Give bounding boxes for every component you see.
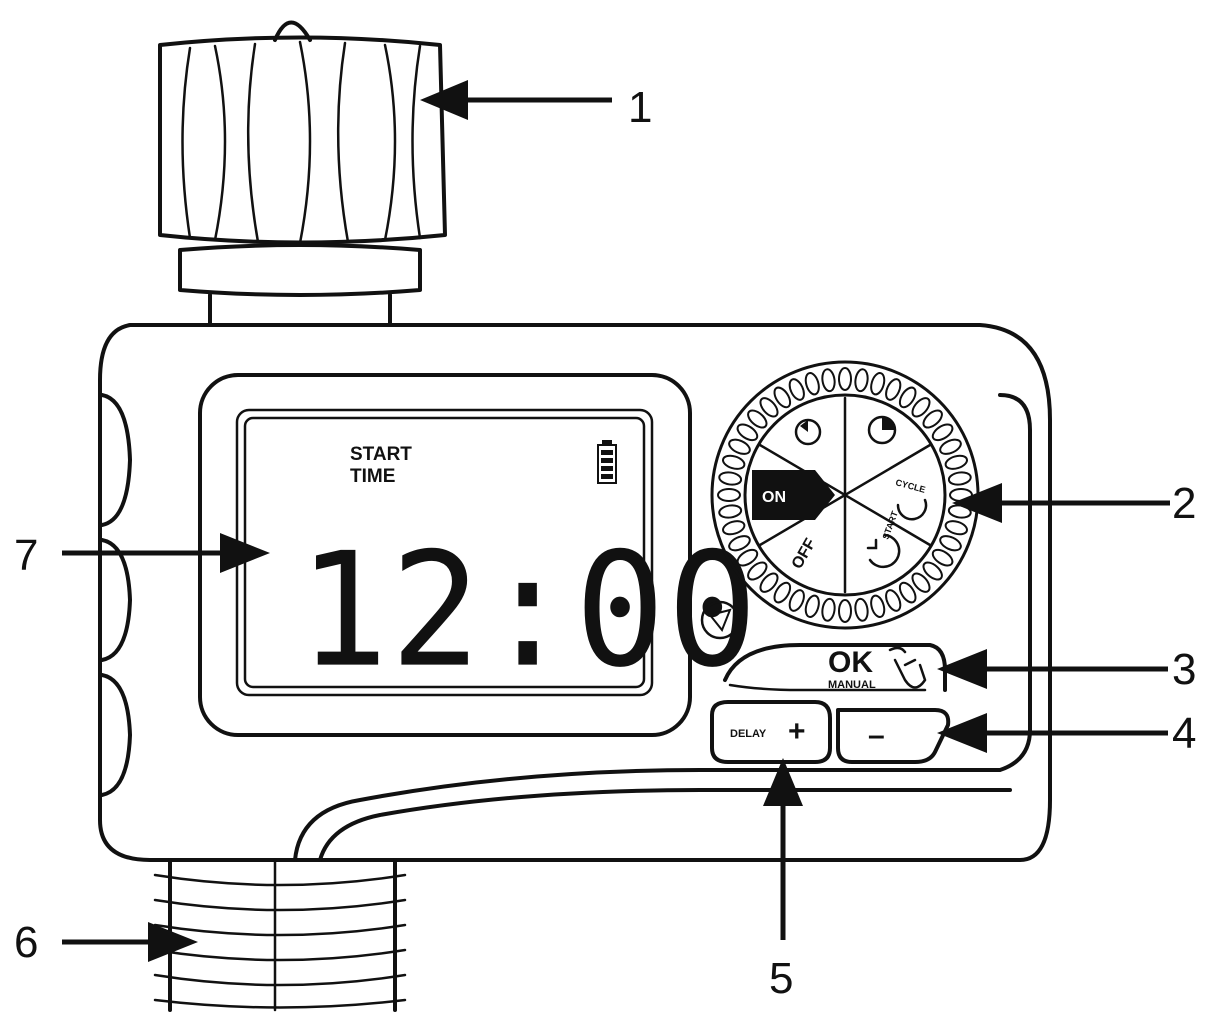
dial-tooth bbox=[717, 488, 741, 502]
dial-tooth bbox=[885, 589, 902, 612]
refresh-icon bbox=[794, 418, 822, 446]
dial-tooth bbox=[773, 581, 792, 604]
callout-4: 4 bbox=[937, 709, 1196, 758]
dial-tooth bbox=[773, 386, 792, 409]
delay-plus-button[interactable]: DELAY + bbox=[710, 700, 832, 764]
dial-tooth bbox=[838, 599, 852, 623]
triangle-icon bbox=[700, 600, 740, 640]
callout-2: 2 bbox=[952, 479, 1196, 528]
dial-tooth bbox=[898, 386, 917, 409]
dial-on-label: ON bbox=[762, 489, 786, 506]
dial-tooth bbox=[944, 454, 968, 470]
dial-tooth bbox=[804, 372, 820, 396]
dial-on-pointer bbox=[752, 470, 835, 520]
callout-label-2: 2 bbox=[1172, 479, 1196, 528]
inlet-coupling-nut bbox=[158, 20, 447, 327]
dial-tooth bbox=[870, 594, 886, 618]
callout-6: 6 bbox=[14, 918, 198, 967]
dial-tooth bbox=[854, 368, 869, 393]
minus-button[interactable]: – bbox=[836, 708, 951, 764]
dial-tooth bbox=[870, 372, 886, 396]
outlet-thread bbox=[153, 858, 407, 1012]
dial-tooth bbox=[947, 471, 972, 486]
dial-tooth bbox=[788, 378, 805, 401]
dial-tooth bbox=[931, 423, 954, 442]
plus-button-label: + bbox=[788, 715, 806, 748]
dial-tooth bbox=[821, 368, 836, 393]
lcd-display: START TIME 12:00 bbox=[198, 373, 760, 737]
lcd-label-start: START bbox=[350, 444, 412, 465]
dial-tooth bbox=[911, 397, 931, 418]
minus-button-label: – bbox=[868, 719, 885, 752]
dial-knurl bbox=[717, 367, 973, 623]
callout-3: 3 bbox=[937, 645, 1196, 694]
dial-tooth bbox=[722, 454, 746, 470]
thread-icon bbox=[153, 873, 407, 1009]
callout-label-7: 7 bbox=[14, 531, 38, 580]
callout-7: 7 bbox=[14, 531, 270, 580]
dial-tooth bbox=[922, 561, 943, 581]
dial-tooth bbox=[718, 504, 743, 519]
callout-1: 1 bbox=[420, 80, 652, 132]
dial-tooth bbox=[939, 438, 962, 455]
dial-tooth bbox=[931, 548, 954, 567]
dial-tooth bbox=[911, 572, 931, 593]
dial-tooth bbox=[728, 535, 751, 552]
dial-tooth bbox=[898, 581, 917, 604]
dial-tooth bbox=[759, 572, 779, 593]
dial-tooth bbox=[922, 409, 943, 429]
dial-tooth bbox=[788, 589, 805, 612]
dial-off-label: OFF bbox=[789, 536, 820, 572]
dial-tooth bbox=[728, 438, 751, 455]
battery-icon bbox=[597, 440, 617, 484]
dial-tooth bbox=[821, 597, 836, 622]
dial-tooth bbox=[944, 520, 968, 536]
delay-button-label: DELAY bbox=[730, 728, 767, 740]
dial-tooth bbox=[747, 409, 768, 429]
callout-label-3: 3 bbox=[1172, 645, 1196, 694]
dial-tooth bbox=[838, 367, 852, 391]
rotary-dial[interactable]: ON OFF CYCLE START bbox=[710, 360, 980, 630]
lcd-time-readout: 12:00 bbox=[298, 519, 760, 702]
callout-label-1: 1 bbox=[628, 83, 652, 132]
dial-tooth bbox=[736, 548, 759, 567]
dial-tooth bbox=[722, 520, 746, 536]
dial-tooth bbox=[747, 561, 768, 581]
callout-5: 5 bbox=[763, 758, 803, 1003]
dial-tooth bbox=[854, 597, 869, 622]
ok-button-label: OK bbox=[828, 646, 873, 679]
dial-tooth bbox=[736, 423, 759, 442]
dial-cycle-label: CYCLE bbox=[894, 477, 926, 495]
dial-tooth bbox=[804, 594, 820, 618]
ok-manual-button[interactable]: OK MANUAL bbox=[723, 643, 947, 692]
hand-icon bbox=[888, 646, 927, 689]
dial-tooth bbox=[885, 378, 902, 401]
timer-body bbox=[98, 323, 1052, 862]
moon-icon bbox=[867, 415, 897, 445]
dial-tooth bbox=[759, 397, 779, 418]
callout-label-6: 6 bbox=[14, 918, 38, 967]
lcd-label-time: TIME bbox=[350, 466, 395, 487]
dial-tooth bbox=[718, 471, 743, 486]
callout-label-5: 5 bbox=[769, 954, 793, 1003]
dial-tooth bbox=[939, 535, 962, 552]
callout-label-4: 4 bbox=[1172, 709, 1196, 758]
manual-button-label: MANUAL bbox=[828, 679, 876, 691]
